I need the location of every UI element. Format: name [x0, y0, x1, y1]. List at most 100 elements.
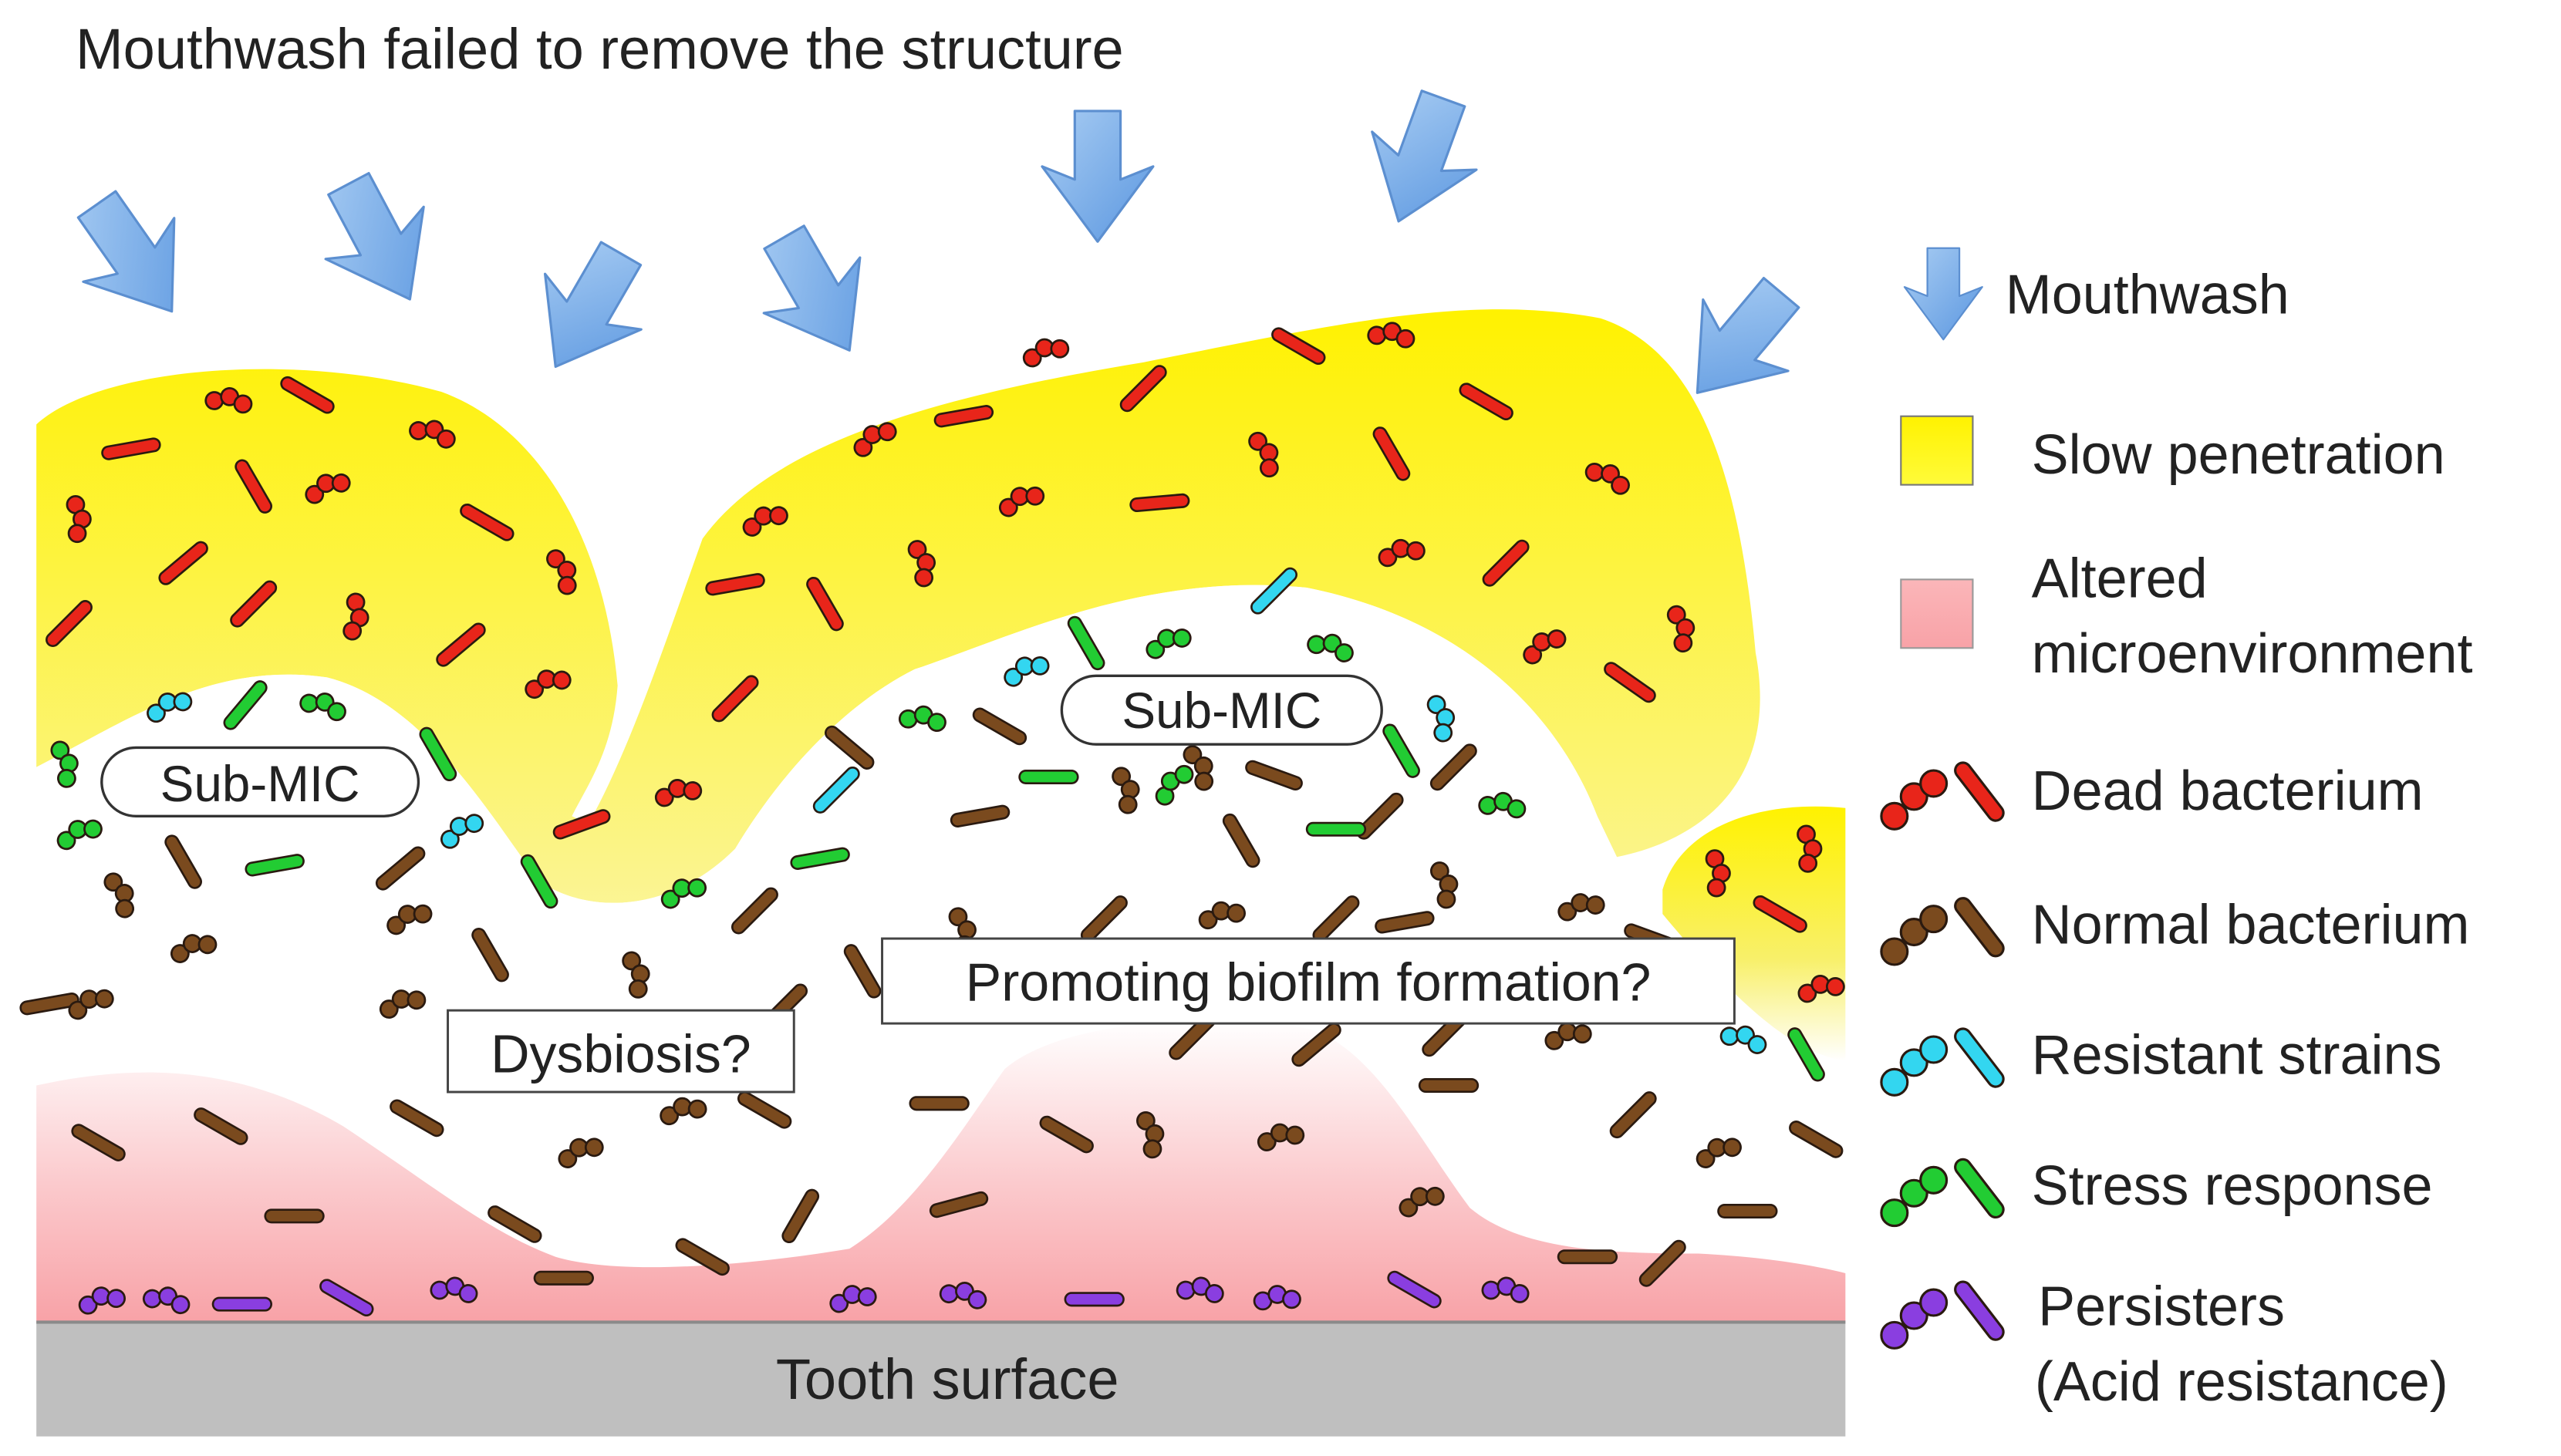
stress-cocci [50, 740, 79, 788]
dead-rod [1459, 383, 1513, 421]
dead-cocci [1378, 538, 1426, 568]
stress-bacteria [50, 615, 1825, 1082]
normal-rod [929, 1191, 989, 1218]
dead-rod [158, 541, 208, 585]
dead-cocci [204, 387, 253, 414]
dead-rod [552, 809, 611, 840]
stress-rod [1787, 1027, 1825, 1082]
normal-cocci [379, 989, 427, 1019]
legend-resistant-label: Resistant strains [2032, 1025, 2442, 1087]
dead-bacteria [46, 322, 1845, 1003]
persisters-bacteria [78, 1270, 1530, 1317]
dead-cocci [1367, 322, 1415, 349]
legend-altered-label-line1: Altered [2032, 548, 2208, 610]
dead-cocci [409, 420, 456, 449]
normal-rod [1638, 1239, 1686, 1287]
normal-bacteria [19, 707, 1844, 1287]
normal-rod [164, 834, 202, 889]
legend-mouthwash-icon [1903, 247, 1983, 341]
legend-altered-swatch [1900, 578, 1974, 649]
normal-cocci [622, 951, 650, 999]
dead-rod [101, 437, 161, 460]
normal-cocci [170, 934, 218, 963]
normal-rod [1222, 813, 1260, 868]
dead-rod [1372, 426, 1411, 481]
dead-rod [705, 573, 765, 596]
legend-persisters-icon [1880, 1280, 2005, 1350]
legend-dead-icon [1880, 761, 2005, 831]
stress-rod [1067, 615, 1105, 671]
mouthwash-arrow-7 [1696, 276, 1800, 394]
persisters-cocci [78, 1286, 126, 1315]
normal-cocci [1257, 1123, 1305, 1151]
mouthwash-arrow-2 [324, 172, 425, 301]
stress-cocci [56, 819, 103, 851]
dead-cocci [1797, 824, 1823, 873]
sub-mic-label-middle: Sub-MIC [1060, 674, 1383, 746]
normal-cocci [1135, 1111, 1165, 1159]
legend-dead-label: Dead bacterium [2032, 760, 2424, 822]
stress-rod [223, 680, 268, 730]
resistant-cocci [440, 814, 484, 849]
resistant-cocci [1719, 1025, 1767, 1054]
resistant-rod [812, 766, 860, 814]
normal-cocci [103, 872, 135, 918]
dead-cocci [998, 486, 1045, 517]
dead-cocci [1584, 462, 1630, 495]
dead-cocci [853, 422, 897, 457]
legend-slow-penetration-swatch [1900, 415, 1974, 486]
mouthwash-arrows [76, 89, 1800, 394]
stress-cocci [1478, 791, 1527, 819]
legend-normal-label: Normal bacterium [2032, 894, 2470, 956]
normal-cocci [1183, 745, 1214, 791]
persisters-cocci [1176, 1276, 1224, 1303]
normal-rod [194, 1107, 248, 1145]
dead-rod [933, 405, 994, 428]
normal-rod [731, 887, 778, 935]
normal-rod [1080, 895, 1128, 943]
mouthwash-arrow-6 [1371, 89, 1478, 223]
dead-cocci [1022, 338, 1070, 368]
stress-cocci [1146, 629, 1192, 659]
normal-rod [1375, 911, 1435, 934]
dead-rod [460, 503, 515, 541]
normal-cocci [660, 1097, 707, 1126]
normal-rod [1429, 743, 1477, 791]
biofilm-formation-text: Promoting biofilm formation? [966, 952, 1652, 1012]
normal-rod [1356, 792, 1404, 840]
dead-rod [235, 459, 273, 514]
mouthwash-arrow-5 [1041, 110, 1155, 243]
legend-bacteria-icons [1880, 761, 2005, 1350]
normal-cocci [1557, 893, 1605, 922]
normal-rod [950, 804, 1011, 827]
normal-rod [675, 1238, 730, 1276]
sub-mic-text-left: Sub-MIC [160, 756, 360, 812]
normal-cocci [1696, 1138, 1742, 1168]
normal-rod [1789, 1121, 1844, 1158]
dead-rod [1482, 539, 1530, 587]
normal-rod [471, 928, 509, 982]
resistant-bacteria [147, 567, 1767, 1054]
dead-rod [1753, 895, 1807, 933]
normal-cocci [1544, 1022, 1592, 1050]
normal-rod [824, 725, 875, 770]
dead-cocci [1797, 974, 1845, 1003]
legend: Mouthwash Slow penetration Altered micro… [1880, 247, 2473, 1413]
dead-rod [711, 675, 759, 723]
dead-cocci [546, 549, 577, 595]
tooth-surface [36, 1322, 1846, 1437]
dead-cocci [1248, 431, 1279, 478]
legend-altered-label-line2: microenvironment [2032, 623, 2473, 685]
dead-rod [46, 600, 93, 648]
dead-rod [436, 622, 486, 667]
dead-cocci [654, 778, 703, 807]
normal-rod [1609, 1091, 1657, 1139]
normal-rod [488, 1205, 542, 1243]
normal-cocci [386, 904, 433, 935]
normal-rod [390, 1099, 444, 1138]
normal-rod [1245, 760, 1303, 791]
dead-cocci [1523, 629, 1567, 665]
stress-rod [520, 854, 558, 909]
mouthwash-arrow-4 [762, 224, 862, 352]
stress-cocci [660, 878, 707, 909]
